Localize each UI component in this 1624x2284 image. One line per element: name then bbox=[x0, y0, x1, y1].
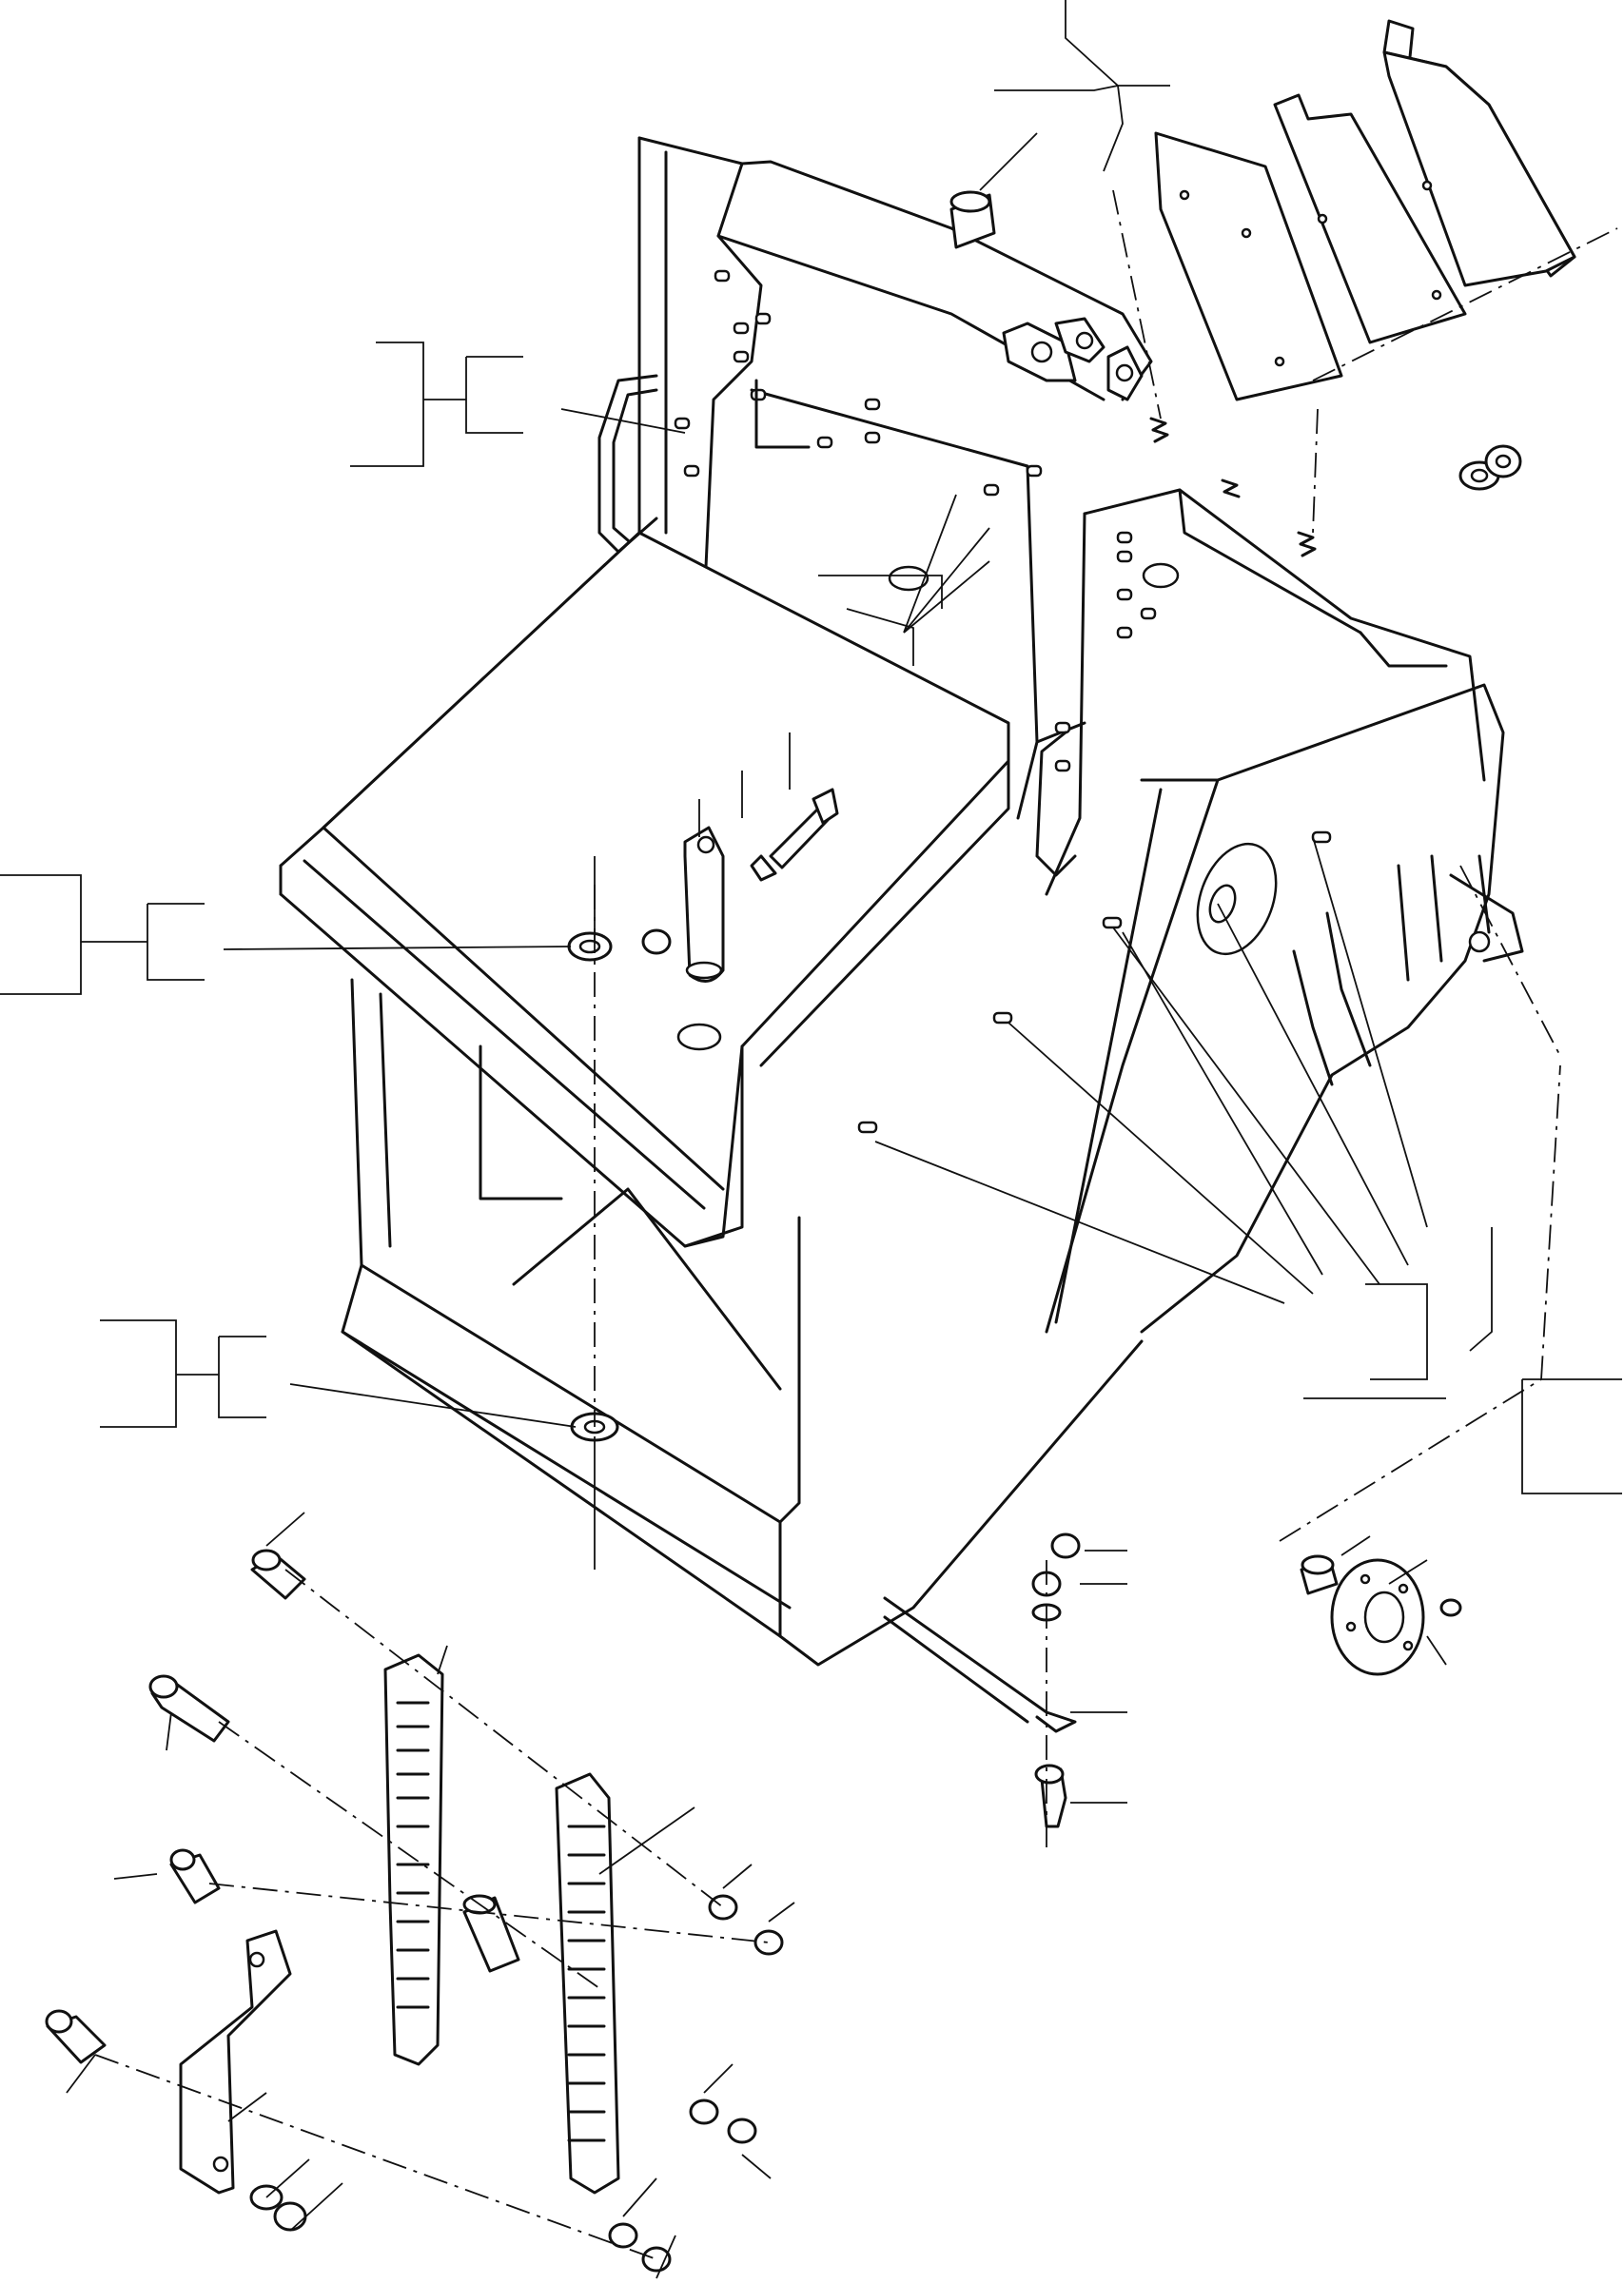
hinge-brackets bbox=[1002, 317, 1144, 401]
center-parts bbox=[567, 788, 1081, 1828]
assembly-center-lines bbox=[94, 189, 1618, 2260]
main-frame bbox=[279, 136, 1524, 1733]
lower-left-parts bbox=[45, 1549, 520, 2232]
right-flange-assembly bbox=[1300, 1554, 1462, 1676]
lower-nuts bbox=[608, 1894, 784, 2273]
frame-slot-holes bbox=[674, 269, 1157, 772]
adjuster-rails bbox=[383, 1653, 620, 2195]
springs bbox=[1149, 417, 1317, 557]
top-bushing bbox=[949, 190, 996, 249]
cover-plates bbox=[1154, 19, 1576, 401]
top-right-nut-washer bbox=[1458, 444, 1522, 491]
frame-pins bbox=[857, 830, 1332, 1134]
